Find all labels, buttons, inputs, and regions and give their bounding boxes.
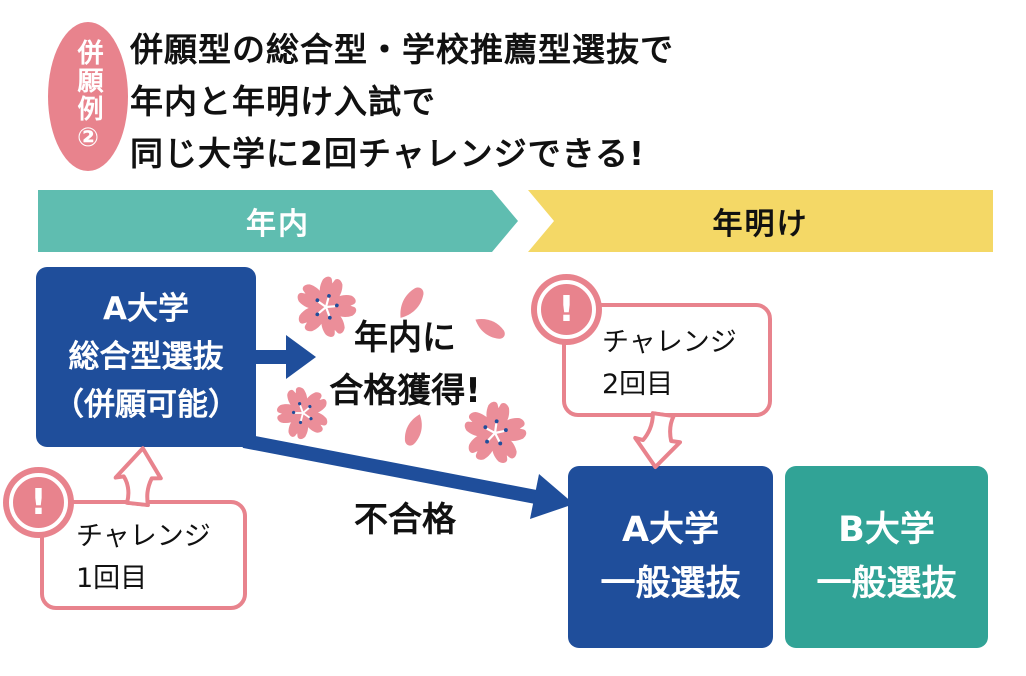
timeline-bar: 年内 年明け bbox=[38, 190, 993, 252]
title-line-2: 年内と年明け入試で bbox=[130, 82, 436, 121]
example-badge-label: 併願例② bbox=[73, 38, 103, 155]
arrow-up-outline-icon bbox=[113, 446, 163, 508]
box-univ-a-sougou-line3: （併願可能） bbox=[53, 387, 239, 423]
challenge-2-line2: 2回目 bbox=[602, 369, 674, 400]
example-badge: 併願例② bbox=[48, 22, 128, 171]
exclamation-mark: ! bbox=[558, 289, 575, 330]
title-line-3: 同じ大学に2回チャレンジできる! bbox=[130, 134, 646, 173]
box-univ-a-sougou: A大学 総合型選抜 （併願可能） bbox=[36, 267, 256, 447]
box-univ-b-general: B大学 一般選抜 bbox=[785, 466, 988, 648]
box-univ-a-general-line1: A大学 bbox=[621, 510, 720, 550]
timeline-segment-within-year: 年内 bbox=[38, 190, 518, 252]
box-univ-a-general-line2: 一般選抜 bbox=[600, 564, 741, 604]
box-univ-a-sougou-line1: A大学 bbox=[103, 291, 189, 327]
box-univ-b-general-line1: B大学 bbox=[838, 510, 935, 550]
challenge-1-bubble: チャレンジ 1回目 bbox=[40, 500, 247, 610]
box-univ-b-general-line2: 一般選抜 bbox=[816, 564, 957, 604]
timeline-segment-new-year: 年明け bbox=[528, 190, 993, 252]
challenge-1-line2: 1回目 bbox=[76, 563, 148, 594]
exclamation-mark: ! bbox=[30, 482, 47, 523]
pass-note-line1: 年内に bbox=[354, 318, 456, 358]
pass-note: 年内に 合格獲得! bbox=[295, 312, 515, 418]
pass-note-line2: 合格獲得! bbox=[329, 371, 481, 411]
timeline-label-new-year: 年明け bbox=[712, 207, 809, 242]
exclamation-icon: ! bbox=[3, 467, 74, 538]
box-univ-a-general: A大学 一般選抜 bbox=[568, 466, 773, 648]
arrow-down-outline-icon bbox=[633, 411, 683, 470]
arrow-right-icon bbox=[256, 335, 316, 379]
exclamation-icon: ! bbox=[531, 274, 602, 345]
page-title: 併願型の総合型・学校推薦型選抜で 年内と年明け入試で 同じ大学に2回チャレンジで… bbox=[130, 24, 674, 180]
title-line-1: 併願型の総合型・学校推薦型選抜で bbox=[130, 30, 674, 69]
fail-label: 不合格 bbox=[354, 500, 456, 540]
fail-arrow-icon bbox=[242, 434, 574, 519]
challenge-1-line1: チャレンジ bbox=[76, 521, 211, 552]
challenge-2-line1: チャレンジ bbox=[602, 327, 737, 358]
timeline-label-within-year: 年内 bbox=[246, 207, 310, 242]
box-univ-a-sougou-line2: 総合型選抜 bbox=[68, 339, 224, 375]
